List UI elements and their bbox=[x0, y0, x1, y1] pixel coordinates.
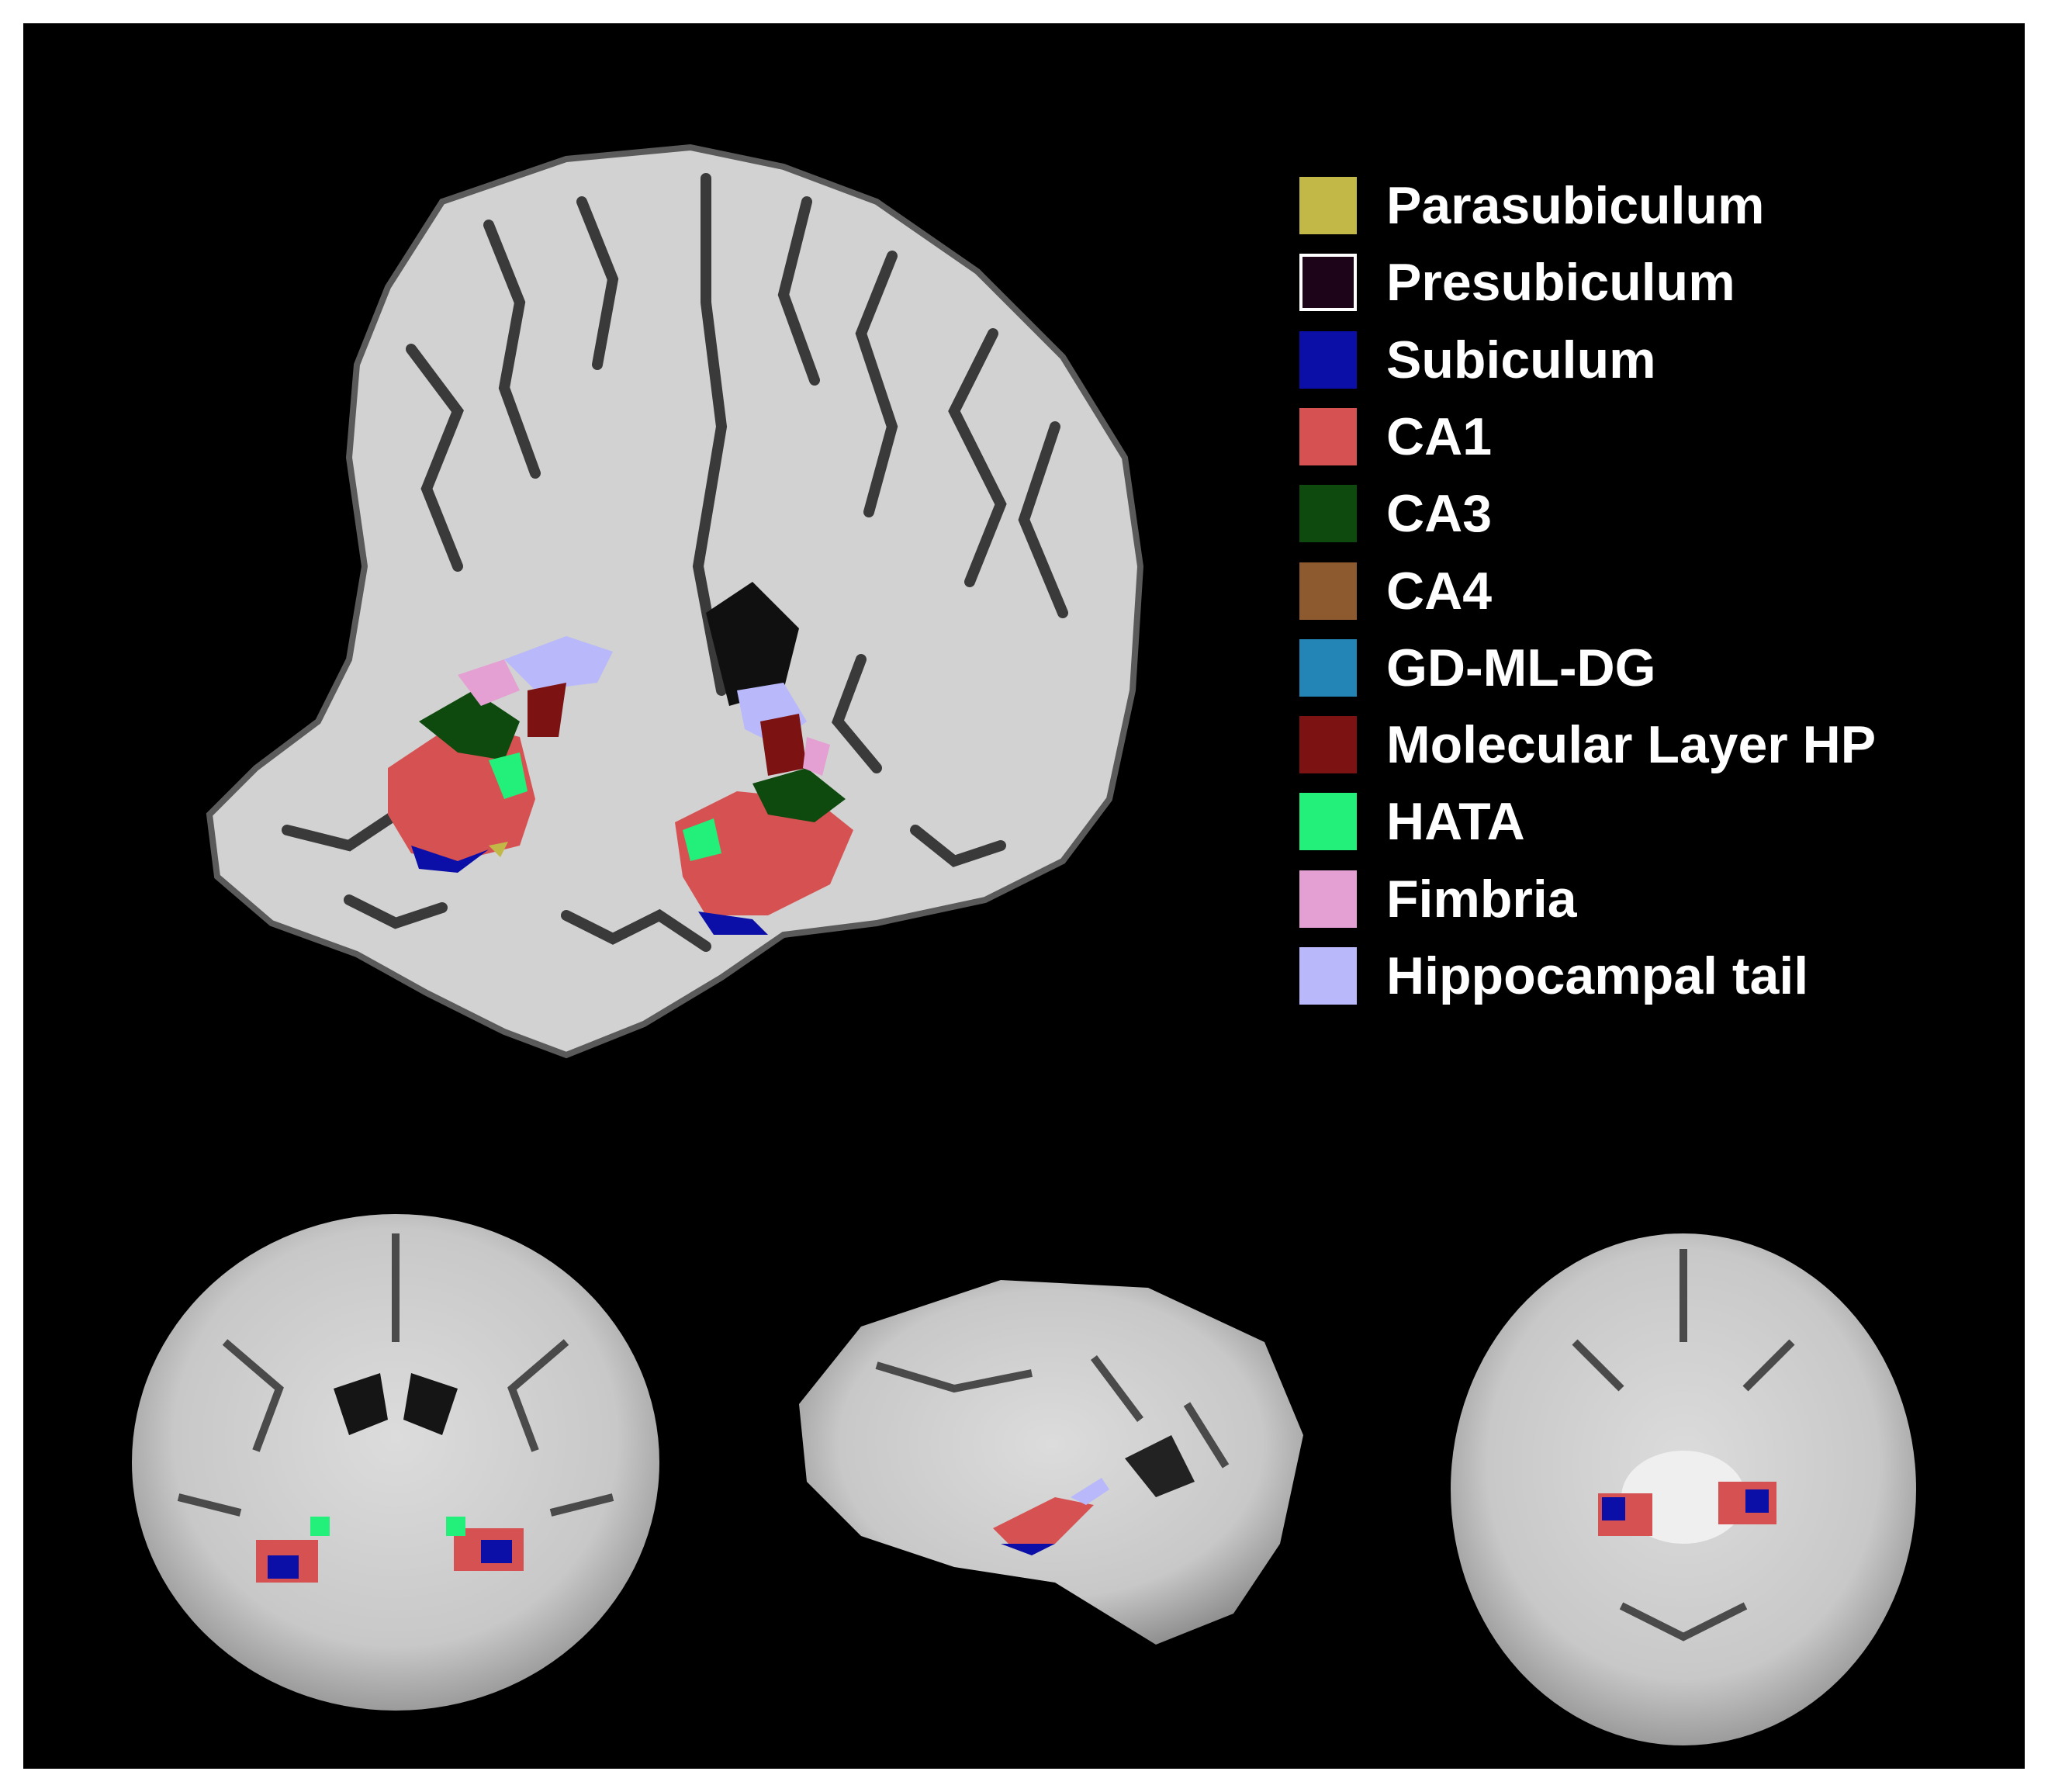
legend-swatch bbox=[1299, 793, 1357, 850]
legend-item: CA4 bbox=[1299, 562, 1998, 640]
legend-label: GD-ML-DG bbox=[1386, 638, 1656, 697]
axial-slice-view bbox=[1451, 1233, 1916, 1745]
sagittal-slice-view bbox=[799, 1280, 1303, 1645]
coronal-slice-view bbox=[132, 1214, 659, 1711]
legend-swatch bbox=[1299, 716, 1357, 773]
legend-label: Subiculum bbox=[1386, 330, 1656, 389]
right-hippocampus-render bbox=[675, 683, 853, 935]
legend-label: Molecular Layer HP bbox=[1386, 715, 1877, 774]
legend-item: GD-ML-DG bbox=[1299, 639, 1998, 717]
legend-label: Parasubiculum bbox=[1386, 176, 1765, 235]
main-mri-3d-view bbox=[206, 144, 1144, 1059]
left-hippocampus-render bbox=[388, 636, 613, 873]
legend-item: Subiculum bbox=[1299, 331, 1998, 409]
legend-swatch bbox=[1299, 177, 1357, 234]
legend-label: Fimbria bbox=[1386, 870, 1577, 929]
legend-swatch bbox=[1299, 254, 1357, 311]
brain-mri-illustration bbox=[132, 144, 1916, 1745]
legend-swatch bbox=[1299, 562, 1357, 620]
legend-swatch bbox=[1299, 639, 1357, 697]
legend-label: Presubiculum bbox=[1386, 253, 1735, 312]
legend-swatch bbox=[1299, 485, 1357, 542]
legend-item: Presubiculum bbox=[1299, 254, 1998, 331]
legend-label: CA1 bbox=[1386, 407, 1493, 466]
main-coronal-surface bbox=[206, 144, 1144, 1059]
legend-item: Molecular Layer HP bbox=[1299, 716, 1998, 794]
legend-item: Fimbria bbox=[1299, 870, 1998, 948]
legend-item: HATA bbox=[1299, 793, 1998, 870]
legend-swatch bbox=[1299, 331, 1357, 389]
legend-swatch bbox=[1299, 870, 1357, 928]
legend-item: Parasubiculum bbox=[1299, 177, 1998, 254]
legend-swatch bbox=[1299, 947, 1357, 1005]
legend-item: CA1 bbox=[1299, 408, 1998, 486]
legend-item: CA3 bbox=[1299, 485, 1998, 562]
legend-label: CA4 bbox=[1386, 562, 1493, 621]
ventricle-dark-region bbox=[706, 582, 799, 706]
legend-item: Hippocampal tail bbox=[1299, 947, 1998, 1025]
legend-label: CA3 bbox=[1386, 484, 1493, 543]
legend-label: Hippocampal tail bbox=[1386, 946, 1809, 1005]
legend-swatch bbox=[1299, 408, 1357, 465]
legend-label: HATA bbox=[1386, 792, 1525, 851]
